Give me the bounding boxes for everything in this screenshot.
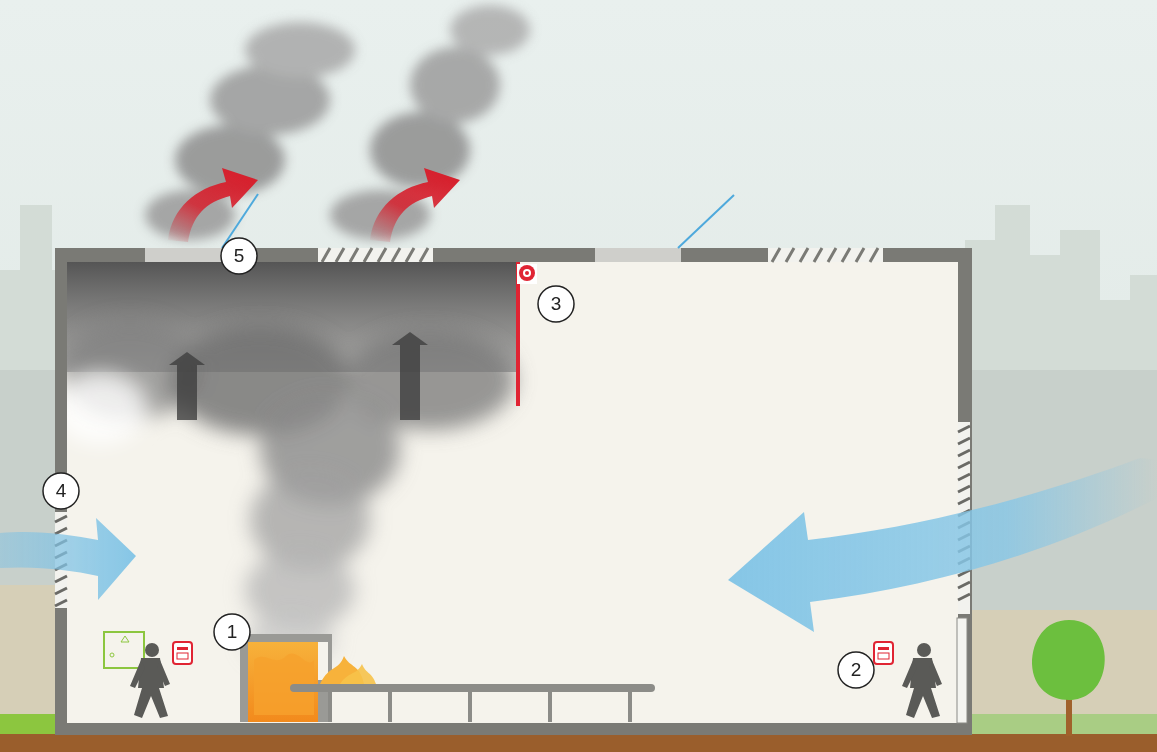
- exhaust-arrow: [370, 168, 460, 242]
- callout-circle: [214, 614, 250, 650]
- flame: [340, 664, 376, 684]
- roof-vent: [145, 248, 223, 262]
- person: [902, 643, 942, 718]
- smoke-up-arrow: [169, 352, 205, 420]
- vent-flap: [678, 195, 734, 248]
- roof-louvre: [768, 248, 883, 262]
- alarm-detail: [878, 647, 889, 650]
- exit-door: [957, 618, 967, 723]
- exhaust-arrow: [168, 168, 258, 242]
- louvre-frame: [318, 248, 433, 262]
- smoke-cloud: [67, 320, 515, 665]
- machine-frame: [240, 634, 332, 722]
- callout-number: 3: [538, 286, 574, 322]
- tree-crown: [1032, 620, 1105, 700]
- air-inlet-arrow: [0, 518, 136, 600]
- detector-ring: [523, 269, 531, 277]
- alarm-detail: [177, 647, 188, 650]
- roof-vent: [595, 248, 681, 262]
- panel-light: [110, 653, 114, 657]
- fire: [248, 642, 318, 722]
- callout-circle: [838, 652, 874, 688]
- alarm-box: [874, 642, 893, 664]
- roof-louvre: [318, 248, 433, 262]
- conveyor-legs: [330, 692, 630, 722]
- manual-call-point: [874, 642, 893, 664]
- background-ground: [965, 610, 1157, 717]
- alarm-detail: [177, 653, 188, 659]
- person-head: [145, 643, 159, 657]
- callout-circle: [538, 286, 574, 322]
- building-wall: [55, 248, 972, 735]
- smoke-puff: [450, 5, 530, 55]
- smoke-puff: [67, 375, 145, 445]
- callout-circle: [43, 473, 79, 509]
- louvre-blades: [772, 248, 878, 262]
- alarm-detail: [878, 653, 889, 659]
- callout-number: 1: [214, 614, 250, 650]
- person-arms: [130, 660, 170, 688]
- callout-circles: [43, 238, 874, 688]
- smoke-detector: [519, 265, 535, 281]
- panel-symbol: [121, 636, 129, 642]
- smoke-puff: [410, 47, 500, 123]
- grass: [0, 714, 60, 736]
- smoke-puff: [245, 22, 355, 78]
- callout-number: 5: [221, 238, 257, 274]
- soil: [0, 734, 1157, 752]
- grass: [965, 714, 1157, 736]
- callout-circle: [221, 238, 257, 274]
- person: [130, 643, 170, 718]
- alarm-box: [173, 642, 192, 664]
- callout-number: 4: [43, 473, 79, 509]
- air-inlet-arrow: [728, 458, 1157, 632]
- interior-smoke: [67, 262, 517, 665]
- background-ground: [0, 585, 60, 717]
- smoke-puff: [370, 112, 470, 188]
- person-head: [917, 643, 931, 657]
- louvre-frame: [768, 248, 883, 262]
- person-arms: [902, 660, 942, 688]
- smoke-up-arrow: [392, 332, 428, 420]
- detector-dot: [525, 271, 529, 275]
- building-interior: [67, 262, 958, 723]
- louvre-blades: [322, 248, 428, 262]
- conveyor-belt: [290, 684, 655, 692]
- detector-box: [517, 264, 537, 284]
- manual-call-point: [173, 642, 192, 664]
- control-panel: [104, 632, 144, 668]
- callout-number: 2: [838, 652, 874, 688]
